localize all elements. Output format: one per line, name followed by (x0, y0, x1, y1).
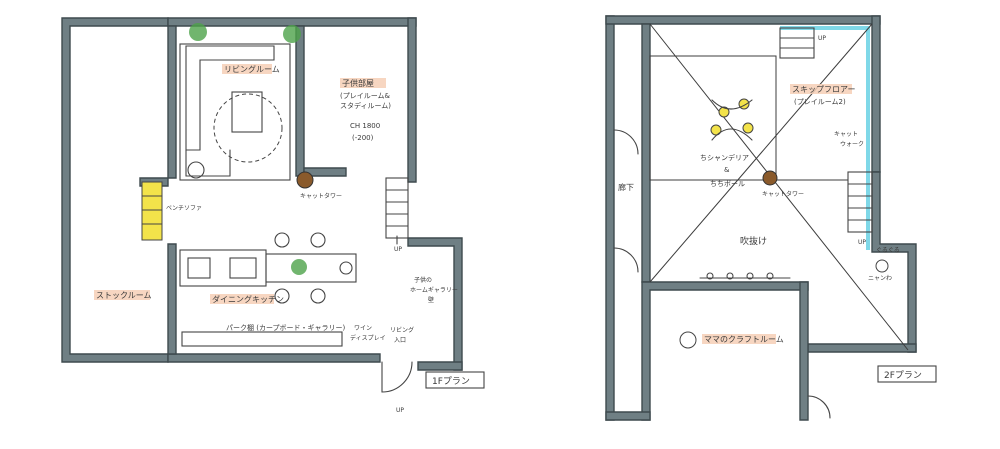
1f-right-top-wall (407, 17, 417, 183)
label-ch: CH 1800 (350, 122, 380, 130)
label-skip-floor: スキップフロアー (792, 85, 856, 94)
cat-tower-icon (762, 170, 778, 186)
plant-icon (189, 23, 207, 41)
label-kids-gallery2: ホームギャラリー (410, 287, 458, 294)
label-kids-gallery1: 子供の (414, 276, 432, 284)
label-living-step2: 入口 (394, 337, 406, 344)
label-bench: ベンチソファ (166, 205, 202, 212)
label-up-1f: UP (394, 246, 402, 253)
kitchen-counter (179, 249, 267, 287)
stairs-1f (385, 177, 409, 245)
2f-inner-wall (641, 23, 651, 283)
label-pantry: パーク棚 (カープボード・ギャラリー) (226, 323, 346, 332)
label-kids-note1: (プレイルーム& (340, 92, 391, 100)
plan-2f-title-box (877, 365, 937, 383)
door-2f (613, 129, 639, 155)
track-lights (699, 272, 791, 280)
label-cat-tower-1f: キャットタワー (300, 192, 342, 200)
cat-tower-icon (296, 171, 314, 189)
plan-1f: リビングルーム 子供部屋 (プレイルーム& スタディルーム) CH 1800 (… (61, 17, 485, 414)
label-mama-craft: ママのクラフトルーム (704, 335, 784, 344)
1f-right-step (407, 237, 463, 371)
stairs-2f (847, 171, 873, 233)
label-living: リビングルーム (224, 64, 280, 74)
1f-kids-wall (295, 25, 305, 177)
entry-door (381, 361, 413, 393)
stairs-2f-top (779, 27, 815, 59)
label-kids-gallery3: 壁 (428, 296, 434, 304)
chandelier-icon (710, 98, 754, 141)
2f-bottom-left (605, 411, 651, 421)
void-diagonal-1 (649, 23, 909, 351)
label-wine1: ワイン (354, 325, 372, 332)
2f-craft-wall (641, 281, 809, 421)
bench-sofa (141, 181, 163, 241)
label-cat-note2: ニャンわ (868, 275, 892, 282)
label-up-2f: UP (858, 239, 866, 246)
label-ch2: (-200) (352, 134, 374, 142)
label-cat-note: ぐるぐる (876, 247, 900, 254)
2f-outer-top (605, 15, 881, 25)
label-chandelier: ちシャンデリア (700, 153, 749, 162)
2f-outer-right (871, 15, 881, 173)
plan-1f-title-box (425, 371, 485, 389)
label-up-2f-top: UP (818, 35, 826, 42)
1f-top-wall (167, 17, 417, 27)
label-dining: ダイニングキッチン (212, 294, 284, 304)
label-kids-note2: スタディルーム) (340, 101, 391, 110)
coffee-table (231, 91, 263, 133)
plan-2f: UP スキップフロアー (プレイルーム2) キャット ウォーク ちシャンデリア … (605, 15, 937, 421)
door-2f (613, 247, 639, 273)
plant-icon (283, 25, 301, 43)
label-pole: ちちポール (710, 180, 745, 188)
2f-craft-right (799, 281, 809, 421)
label-up-entry: UP (396, 407, 404, 414)
dining-table (265, 253, 357, 283)
mama-face-icon (679, 331, 697, 349)
1f-bottom-wall (167, 353, 381, 363)
1f-bottom-wall2 (417, 361, 463, 371)
2f-outer-left (605, 15, 615, 421)
plan-2f-title: 2Fプラン (884, 370, 922, 381)
cat-face-icon (875, 259, 889, 273)
sofa (185, 45, 275, 151)
label-storage: ストックルーム (96, 291, 152, 300)
label-fukinuke: 吹抜け (740, 235, 767, 247)
2f-bottom-wall (807, 343, 917, 353)
label-skip-sub: (プレイルーム2) (794, 98, 846, 106)
living-rug (179, 43, 291, 181)
1f-storage-wall (139, 25, 177, 187)
label-living-step: リビング (390, 326, 414, 334)
cupboard (181, 331, 343, 347)
catwalk (780, 26, 870, 250)
plant-icon (291, 259, 307, 275)
door-2f (807, 395, 831, 419)
plan-1f-title: 1Fプラン (432, 376, 470, 387)
label-catwalk2: ウォーク (840, 140, 864, 148)
label-kids-room: 子供部屋 (342, 78, 374, 88)
label-hall: 廊下 (618, 182, 634, 192)
label-wine2: ディスプレイ (350, 334, 386, 342)
label-cat-tower-2f: キャットタワー (762, 190, 804, 198)
label-catwalk1: キャット (834, 131, 858, 138)
label-and: & (724, 166, 730, 174)
1f-storage-wall-lower (167, 243, 177, 355)
void-diagonal-2 (649, 23, 873, 283)
